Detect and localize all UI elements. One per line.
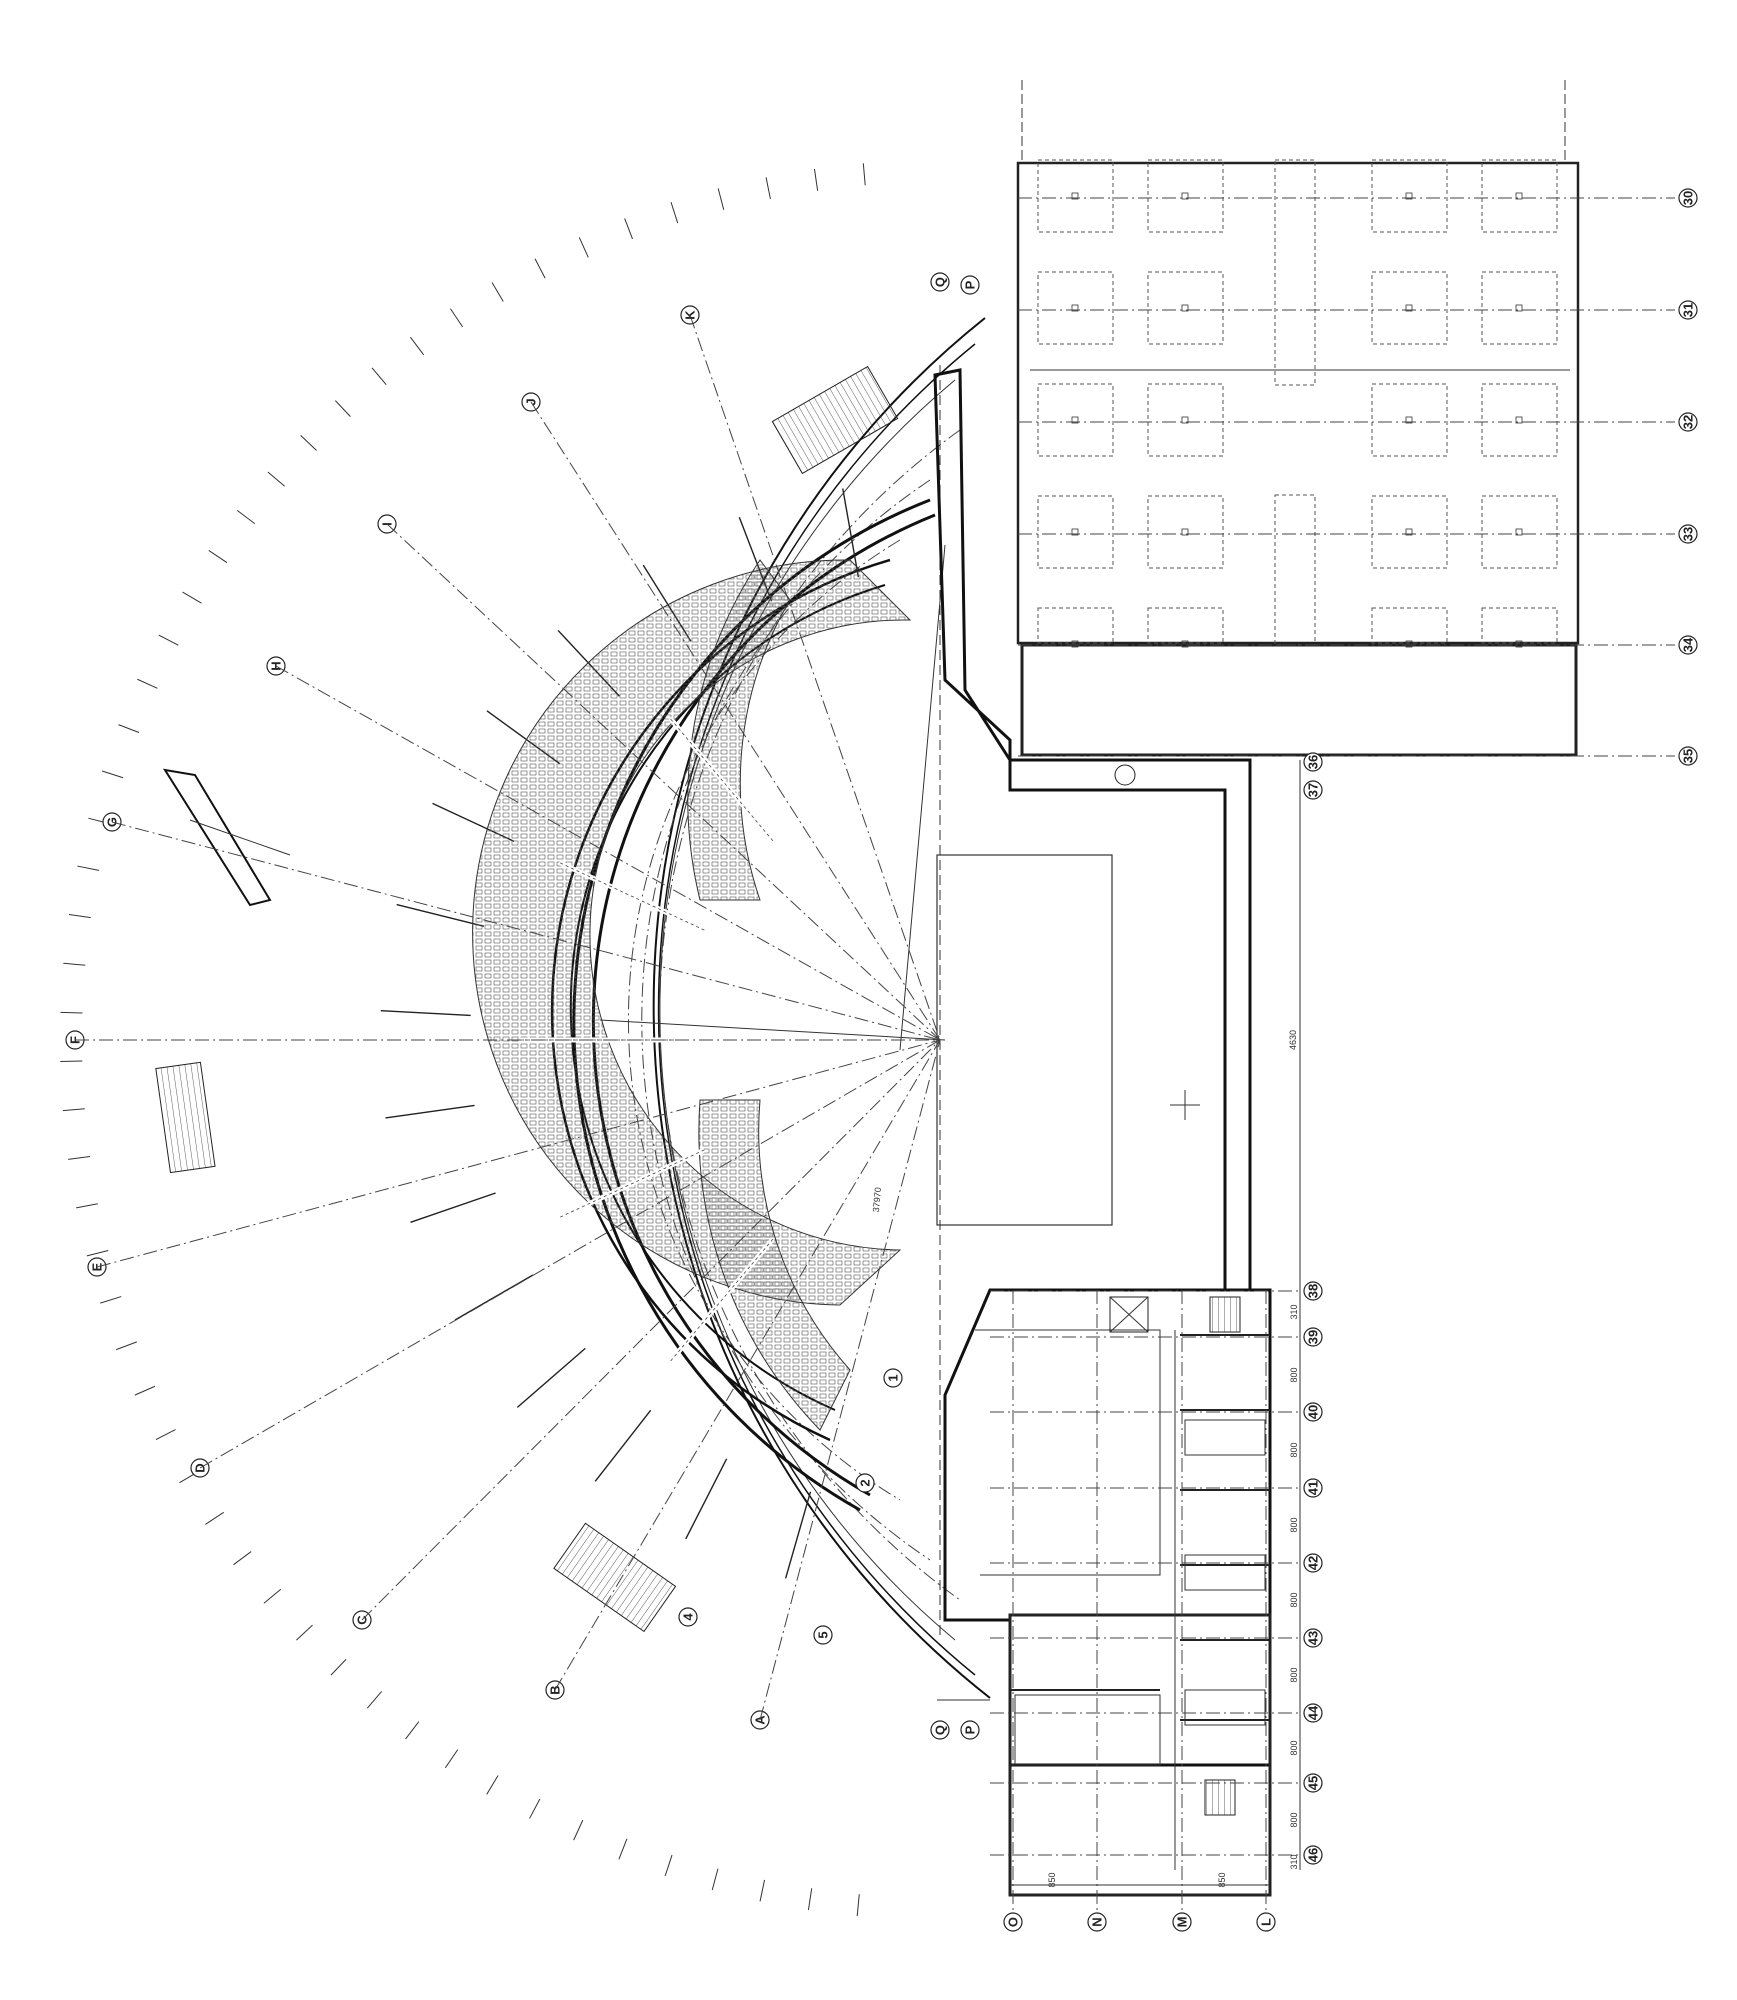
grid-bubble-row: 35 <box>1678 746 1698 766</box>
grid-bubble-row-label: 34 <box>1681 637 1696 652</box>
grid-bubble-top-p-label: P <box>963 280 978 289</box>
grid-bubble-top-q: Q <box>930 272 950 292</box>
stair-block-northeast <box>771 365 899 475</box>
grid-bubble-lower: 44 <box>1303 1703 1323 1723</box>
grid-bubble-column: M <box>1172 1912 1192 1932</box>
grid-bubble-column-label: O <box>1006 1917 1021 1927</box>
grid-bubble-inner-label: 5 <box>816 1631 831 1638</box>
dimension-label: 310 <box>1289 1304 1299 1319</box>
grid-bubble-top-q-label: Q <box>933 277 948 287</box>
dimension-label: 800 <box>1289 1592 1299 1607</box>
grid-bubble-inner: 5 <box>813 1625 833 1645</box>
grid-bubble-lower: 39 <box>1303 1327 1323 1347</box>
grid-bubble-inner-label: 4 <box>681 1613 696 1621</box>
grid-bubble-annex: 36 <box>1303 752 1323 772</box>
grid-bubble-row-label: 30 <box>1681 191 1696 205</box>
facade-ribs <box>60 163 866 1917</box>
grid-bubble-lower: 42 <box>1303 1553 1323 1573</box>
grid-bubble-column-label: M <box>1175 1917 1190 1928</box>
dimension-label: 850 <box>1047 1872 1057 1887</box>
ring-partitions <box>380 488 860 1579</box>
grid-bubble-lower: 40 <box>1303 1402 1323 1422</box>
stage-area <box>936 854 1113 1226</box>
dimension-label: 800 <box>1289 1740 1299 1755</box>
grid-bubble-row: 32 <box>1678 412 1698 432</box>
dimension-lines <box>937 1290 1301 1886</box>
grid-bubble-annex-label: 36 <box>1306 755 1321 769</box>
grid-bubble-bottom-p-label: P <box>963 1725 978 1734</box>
grid-bubble-column: O <box>1003 1912 1023 1932</box>
grid-bubble-row-label: 31 <box>1681 303 1696 317</box>
grid-bubble-lower: 45 <box>1303 1773 1323 1793</box>
grid-bubble-annex: 37 <box>1303 780 1323 800</box>
grid-bubble-lower: 41 <box>1303 1478 1323 1498</box>
grid-bubble-inner: 4 <box>678 1607 698 1627</box>
dimension-label: 800 <box>1289 1812 1299 1827</box>
grid-bubble-bottom-q: Q <box>930 1720 950 1740</box>
grid-bubble-bottom-p: P <box>960 1720 980 1740</box>
grid-bubble-inner-label: 2 <box>858 1479 873 1486</box>
dimension-label: 800 <box>1289 1517 1299 1532</box>
grid-bubble-row: 33 <box>1678 524 1698 544</box>
stair-core-south <box>1204 1779 1236 1816</box>
grid-bubble-inner-label: 1 <box>886 1374 901 1381</box>
grid-bubble-radial-label: K <box>683 310 698 320</box>
grid-bubble-lower-label: 39 <box>1306 1330 1321 1344</box>
grid-bubble-annex-label: 37 <box>1306 783 1321 797</box>
grid-bubble-row: 31 <box>1678 300 1698 320</box>
grid-bubble-inner: 1 <box>883 1368 903 1388</box>
grid-bubble-lower-label: 45 <box>1306 1776 1321 1790</box>
grid-bubble-lower-label: 43 <box>1306 1631 1321 1645</box>
grid-bubble-lower: 38 <box>1303 1281 1323 1301</box>
stair-block-west <box>155 1061 216 1174</box>
grid-bubble-row-label: 35 <box>1681 749 1696 763</box>
service-rooms <box>1010 1334 1270 1766</box>
exhibition-hall <box>1016 80 1580 757</box>
seating-bowl <box>471 559 912 1306</box>
grid-bubble-row: 34 <box>1678 635 1698 655</box>
grid-bubble-lower-label: 41 <box>1306 1481 1321 1495</box>
grid-bubble-column: L <box>1256 1912 1276 1932</box>
grid-bubble-lower-label: 42 <box>1306 1556 1321 1570</box>
dimension-label: 4630 <box>1288 1030 1298 1050</box>
grid-bubble-lower-label: 38 <box>1306 1284 1321 1298</box>
grid-bubble-lower: 43 <box>1303 1628 1323 1648</box>
auditorium <box>60 163 1012 1917</box>
dimension-label: 850 <box>1217 1872 1227 1887</box>
grid-bubble-bottom-q-label: Q <box>933 1725 948 1735</box>
grid-bubble-lower: 46 <box>1303 1845 1323 1865</box>
grid-bubble-lower-label: 44 <box>1306 1705 1321 1720</box>
dimension-label: 800 <box>1289 1442 1299 1457</box>
grid-bubble-row-label: 33 <box>1681 527 1696 541</box>
grid-bubble-column-label: L <box>1259 1918 1274 1926</box>
stage-block <box>936 758 1301 1292</box>
dimension-label: 800 <box>1289 1667 1299 1682</box>
dimension-label: 310 <box>1289 1854 1299 1869</box>
dimension-label: 37970 <box>871 1187 883 1213</box>
grid-bubble-inner: 2 <box>855 1473 875 1493</box>
service-block <box>943 1288 1272 1897</box>
grid-bubble-column: N <box>1087 1912 1107 1932</box>
hall-column-bays <box>1037 159 1558 648</box>
grid-bubble-row: 30 <box>1678 188 1698 208</box>
grid-bubble-column-label: N <box>1090 1917 1105 1926</box>
grid-bubble-row-label: 32 <box>1681 415 1696 429</box>
dimension-label: 800 <box>1289 1367 1299 1382</box>
grid-bubble-lower-label: 46 <box>1306 1848 1321 1862</box>
grid-bubble-lower-label: 40 <box>1306 1405 1321 1419</box>
stair-block-southwest <box>553 1522 677 1633</box>
grid-bubble-top-p: P <box>960 275 980 295</box>
stair-core-north <box>1209 1296 1241 1333</box>
